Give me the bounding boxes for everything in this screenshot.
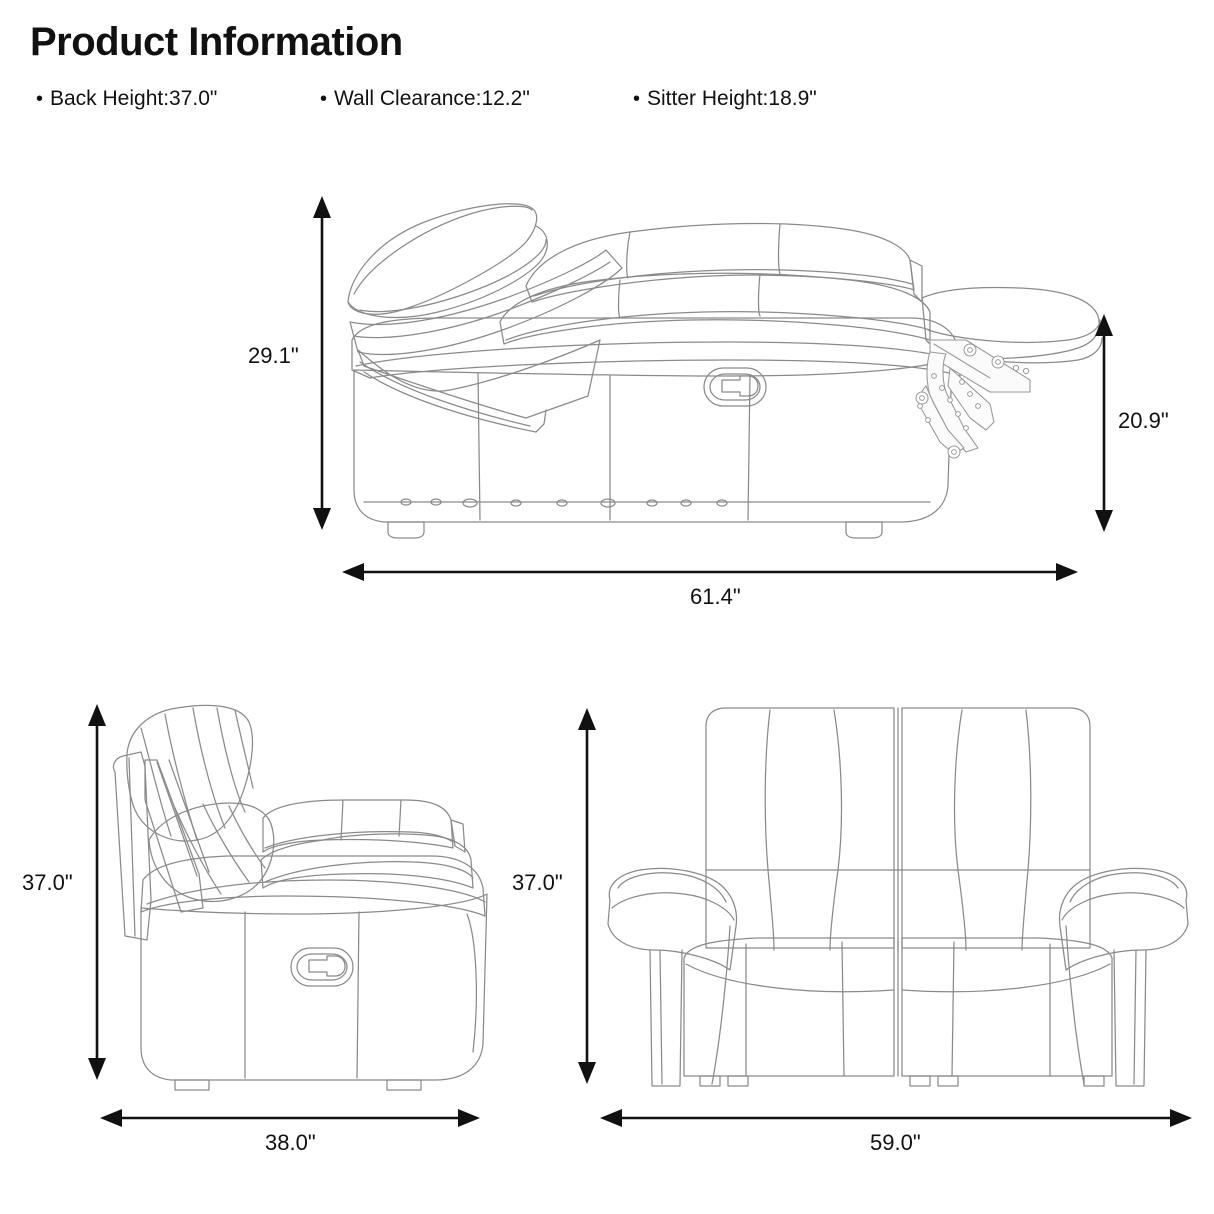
spec-item-sitter-height: • Sitter Height:18.9" [633, 86, 817, 112]
dimension-label-overall-width: 59.0" [870, 1130, 921, 1155]
bullet-icon: • [320, 88, 328, 110]
spec-list: • Back Height:37.0" • Wall Clearance:12.2"… [36, 86, 1136, 114]
recliner-linkage-mechanism [915, 339, 1031, 459]
dimension-label-front-overall-height: 37.0" [512, 870, 563, 895]
dimension-label-footrest-height: 20.9" [1118, 408, 1169, 433]
dimension-label-overall-depth: 38.0" [265, 1130, 316, 1155]
bullet-icon: • [633, 88, 641, 110]
dimension-arrow-overall-width [600, 1109, 1192, 1127]
spec-item-label: Wall Clearance:12.2" [334, 87, 530, 110]
spec-item-back-height: • Back Height:37.0" [36, 86, 217, 112]
spec-item-wall-clearance: • Wall Clearance:12.2" [320, 86, 530, 112]
dimension-arrow-overall-depth [100, 1109, 480, 1127]
power-button-icon [703, 367, 767, 407]
recliner-reclined-side-view [347, 203, 1103, 539]
dimension-arrow-backrest-height [313, 196, 331, 530]
spec-item-label: Back Height:37.0" [50, 87, 218, 110]
dimension-arrow-footrest-height [1095, 314, 1113, 532]
dimension-label-overall-length: 61.4" [690, 584, 741, 609]
page-title: Product Information [30, 20, 403, 64]
spec-item-label: Sitter Height:18.9" [647, 87, 817, 110]
dimension-label-side-overall-height: 37.0" [22, 870, 73, 895]
dimension-arrow-front-overall-height [578, 708, 596, 1084]
loveseat-front-view [607, 707, 1189, 1087]
recliner-upright-side-view [112, 704, 488, 1091]
bullet-icon: • [36, 88, 44, 110]
dimension-label-backrest-height: 29.1" [248, 343, 299, 368]
power-button-icon [290, 947, 354, 987]
dimension-arrow-overall-length [342, 563, 1078, 581]
dimension-arrow-side-overall-height [88, 704, 106, 1080]
